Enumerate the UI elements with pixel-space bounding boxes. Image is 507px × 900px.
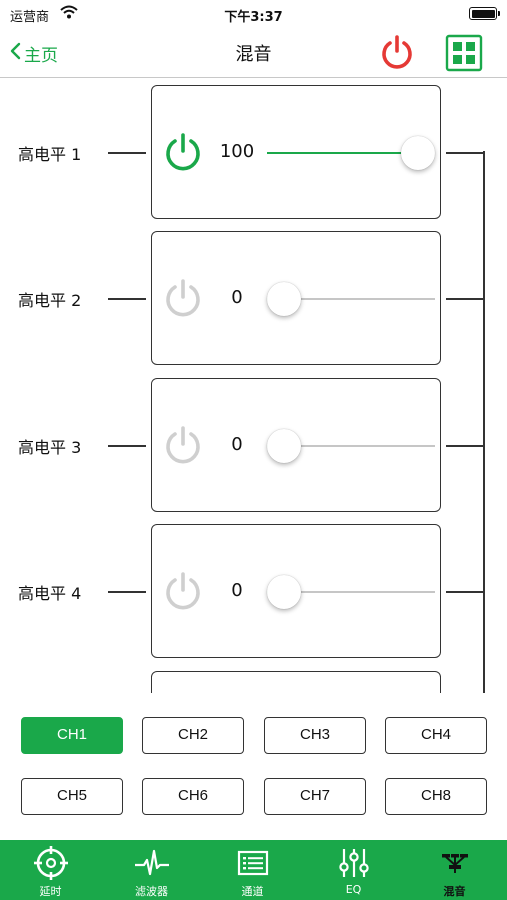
ch-button[interactable]: CH5: [21, 778, 123, 815]
clock: 下午3:37: [224, 10, 283, 25]
power-icon: [166, 133, 200, 171]
tab-label: EQ: [345, 883, 362, 896]
ch-button[interactable]: CH2: [142, 717, 244, 754]
channel-row: 高电平 3 0: [0, 378, 507, 512]
ch-button[interactable]: CH4: [385, 717, 487, 754]
channel-row-partial: [0, 671, 507, 693]
ch-button[interactable]: CH1: [21, 717, 123, 754]
slider-track: [267, 445, 435, 447]
channel-power-button[interactable]: [162, 131, 204, 173]
tab-label: 混音: [443, 885, 466, 898]
layout-grid-button[interactable]: [445, 34, 483, 72]
channel-row: 高电平 1 100: [0, 85, 507, 219]
connector-line: [108, 591, 146, 593]
tab-label: 通道: [241, 885, 264, 898]
channel-list[interactable]: 高电平 1 100 高电平 2 0: [0, 78, 507, 693]
tab-bar: 延时 滤波器 通道 EQ: [0, 840, 507, 900]
waveform-icon: [135, 849, 169, 876]
mixer-icon: [442, 854, 468, 873]
channel-level-slider[interactable]: [267, 282, 435, 316]
status-bar: 运营商 下午3:37: [0, 0, 507, 28]
channel-label: 高电平 1: [18, 145, 82, 164]
connector-line: [446, 445, 484, 447]
chevron-left-icon: [10, 42, 21, 65]
ch-button[interactable]: CH6: [142, 778, 244, 815]
page-title: 混音: [235, 44, 272, 65]
connector-line: [108, 152, 146, 154]
connector-line: [446, 591, 484, 593]
nav-bar: 主页 混音: [0, 28, 507, 78]
tab-channel[interactable]: 通道: [202, 840, 303, 900]
tab-label: 滤波器: [135, 885, 168, 898]
slider-thumb[interactable]: [267, 282, 301, 316]
tab-filter[interactable]: 滤波器: [101, 840, 202, 900]
sliders-icon: [339, 849, 369, 877]
tab-mixer[interactable]: 混音: [404, 840, 505, 900]
battery-icon: [469, 7, 500, 20]
channel-card: 0: [151, 378, 441, 512]
ch-button[interactable]: CH7: [264, 778, 366, 815]
channel-level-slider[interactable]: [267, 136, 435, 170]
channel-power-button[interactable]: [162, 277, 204, 319]
connector-line: [108, 298, 146, 300]
channel-card: 0: [151, 231, 441, 365]
channel-label: 高电平 4: [18, 584, 82, 603]
tab-label: 延时: [39, 885, 62, 898]
channel-level-slider[interactable]: [267, 429, 435, 463]
ch-button[interactable]: CH8: [385, 778, 487, 815]
slider-thumb[interactable]: [401, 136, 435, 170]
mix-bus-line: [483, 151, 485, 693]
power-icon: [382, 35, 412, 69]
channel-power-button[interactable]: [162, 570, 204, 612]
tab-delay[interactable]: 延时: [0, 840, 101, 900]
tab-eq[interactable]: EQ: [303, 840, 404, 900]
slider-thumb[interactable]: [267, 575, 301, 609]
channel-row: 高电平 4 0: [0, 524, 507, 658]
power-icon: [166, 572, 200, 610]
channel-label: 高电平 3: [18, 438, 82, 457]
channel-card: 0: [151, 524, 441, 658]
slider-track: [267, 591, 435, 593]
power-icon: [166, 426, 200, 464]
channel-power-button[interactable]: [162, 424, 204, 466]
channel-value: 0: [231, 287, 243, 308]
master-power-button[interactable]: [379, 34, 415, 72]
slider-fill: [267, 152, 418, 154]
channel-value: 0: [231, 580, 243, 601]
channel-row: 高电平 2 0: [0, 231, 507, 365]
channel-label: 高电平 2: [18, 291, 82, 310]
channel-value: 100: [219, 141, 255, 162]
wifi-icon: [60, 5, 78, 23]
ch-button[interactable]: CH3: [264, 717, 366, 754]
channel-selector: CH1 CH2 CH3 CH4 CH5 CH6 CH7 CH8: [0, 693, 507, 840]
channel-value: 0: [231, 434, 243, 455]
list-icon: [237, 850, 269, 876]
back-button[interactable]: 主页: [10, 41, 58, 66]
connector-line: [446, 298, 484, 300]
channel-level-slider[interactable]: [267, 575, 435, 609]
slider-thumb[interactable]: [267, 429, 301, 463]
crosshair-icon: [34, 846, 68, 880]
connector-line: [446, 152, 484, 154]
slider-track: [267, 298, 435, 300]
connector-line: [108, 445, 146, 447]
grid-icon: [445, 34, 483, 72]
power-icon: [166, 279, 200, 317]
carrier-label: 运营商: [10, 10, 50, 25]
channel-card: [151, 671, 441, 693]
back-label: 主页: [24, 46, 58, 66]
channel-card: 100: [151, 85, 441, 219]
